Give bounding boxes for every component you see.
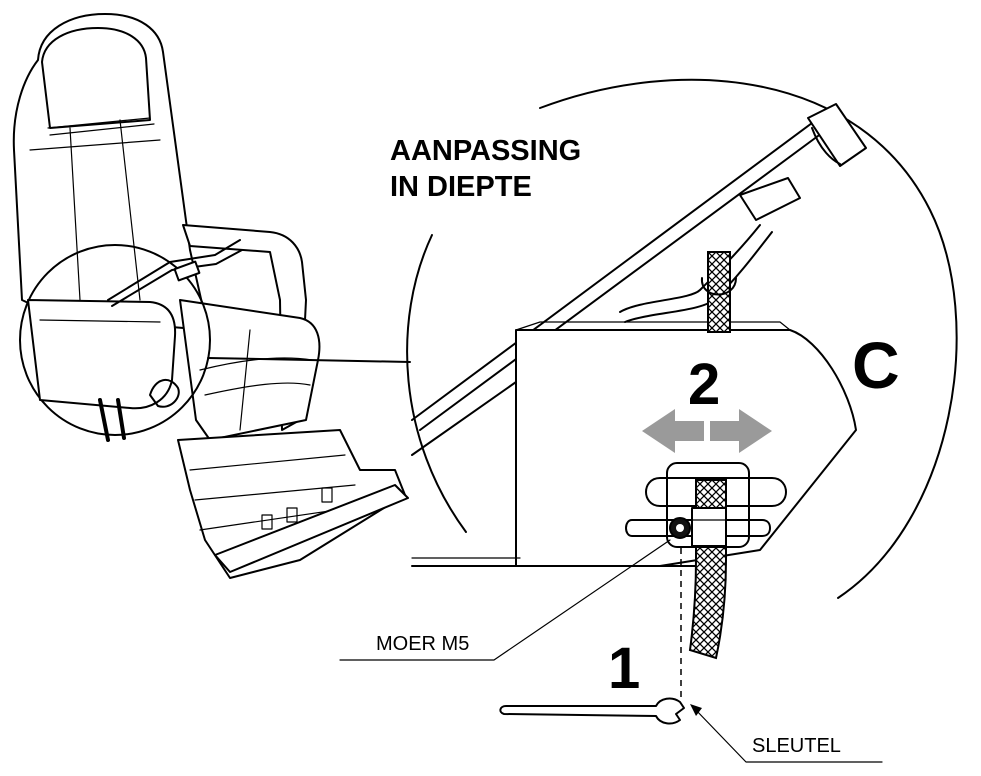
seat-suspension-base <box>177 429 406 579</box>
nut-callout-label: MOER M5 <box>376 633 469 655</box>
wrench-icon <box>499 697 685 725</box>
step-2-label: 2 <box>688 352 720 417</box>
double-horizontal-arrow-icon <box>642 409 772 453</box>
magnifier-leader-line <box>207 357 411 363</box>
magnifier-circle <box>19 244 211 436</box>
seat-cushion <box>179 299 321 441</box>
adjustment-slot-upper <box>645 477 787 507</box>
strap-lower <box>688 479 727 660</box>
wrench-callout-leader <box>693 707 883 763</box>
nut-icon <box>669 517 691 539</box>
nut-callout-leader <box>339 539 671 661</box>
seat-headrest <box>41 27 151 129</box>
detail-circle-right-arc <box>539 78 958 599</box>
title-line-2: IN DIEPTE <box>390 171 532 203</box>
buckle-housing <box>807 103 867 167</box>
seat-illustration <box>12 13 411 579</box>
seat-armrest-left <box>27 299 177 410</box>
wrench-callout-label: SLEUTEL <box>752 735 841 757</box>
title-line-1: AANPASSING <box>390 135 581 167</box>
seat-armrest-right <box>182 224 307 431</box>
arrow-left <box>642 409 704 453</box>
detail-c <box>339 78 958 763</box>
detail-label: C <box>852 328 900 402</box>
step-1-label: 1 <box>608 636 640 701</box>
detail-circle-left-arc <box>406 234 467 533</box>
adjustment-slot-lower <box>625 519 771 537</box>
arrow-right <box>710 409 772 453</box>
